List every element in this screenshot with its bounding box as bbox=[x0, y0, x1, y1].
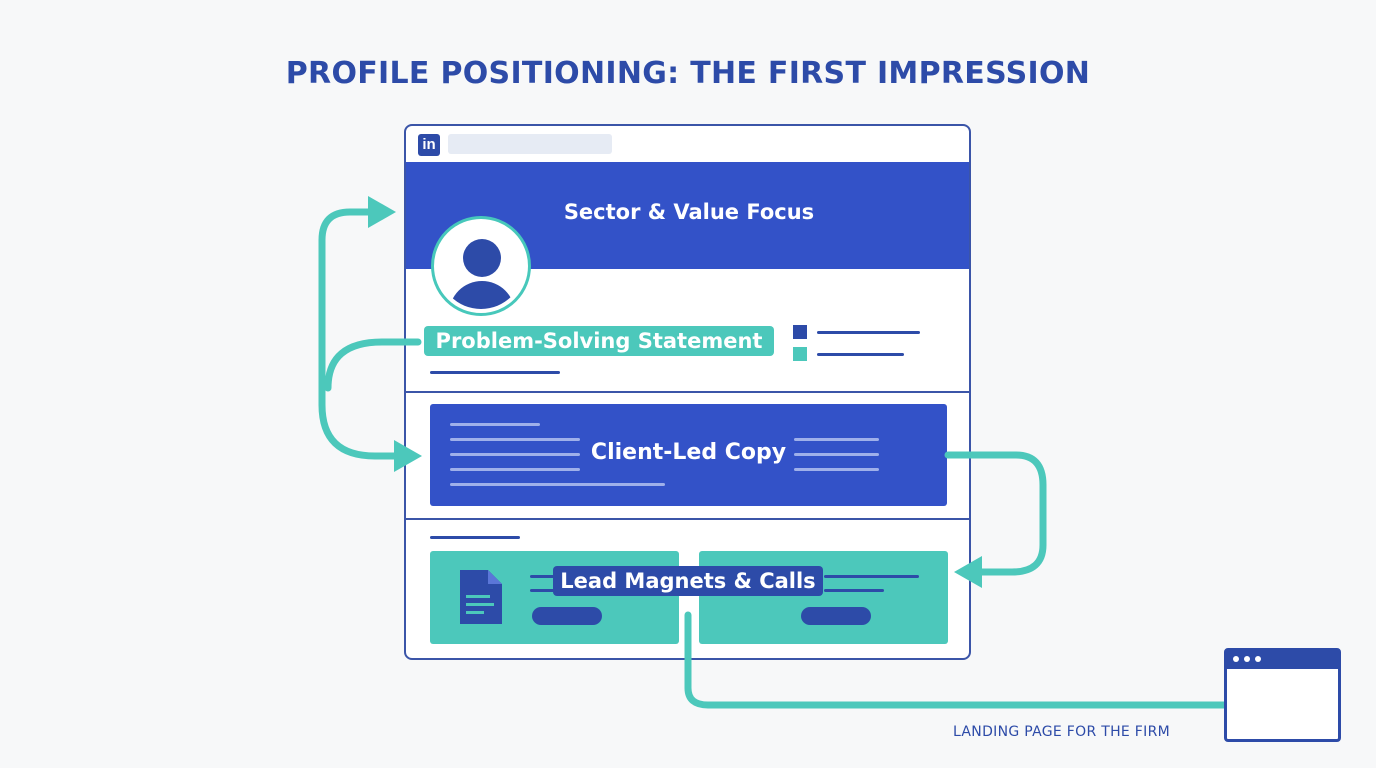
copy-line bbox=[450, 423, 540, 426]
browser-titlebar bbox=[1227, 651, 1338, 669]
search-bar-placeholder bbox=[448, 134, 612, 154]
card-line bbox=[824, 589, 884, 592]
profile-mockup: in Sector & Value Focus Client-Led Copy bbox=[404, 124, 971, 660]
card-line bbox=[530, 589, 556, 592]
flow-arrow-to-landing bbox=[684, 611, 1254, 709]
flow-arrow-to-featured bbox=[944, 451, 1047, 576]
cta-pill-left bbox=[532, 607, 602, 625]
avatar-icon bbox=[431, 216, 531, 316]
detail-line-2 bbox=[817, 353, 904, 356]
copy-line bbox=[794, 438, 879, 441]
featured-heading-line bbox=[430, 536, 520, 539]
card-line bbox=[530, 575, 556, 578]
browser-window-icon bbox=[1224, 648, 1341, 742]
copy-line bbox=[794, 468, 879, 471]
browser-dot bbox=[1244, 656, 1250, 662]
landing-page-label: LANDING PAGE FOR THE FIRM bbox=[953, 724, 1170, 740]
copy-line bbox=[450, 453, 580, 456]
banner-label: Sector & Value Focus bbox=[563, 200, 815, 224]
browser-dot bbox=[1233, 656, 1239, 662]
flow-arrow-headline-loop bbox=[324, 338, 422, 392]
copy-line bbox=[450, 438, 580, 441]
copy-line bbox=[450, 468, 580, 471]
problem-solving-statement-tag: Problem-Solving Statement bbox=[424, 326, 774, 356]
avatar-head bbox=[463, 239, 501, 277]
avatar-inner bbox=[438, 223, 524, 309]
lead-magnets-calls-tag: Lead Magnets & Calls bbox=[553, 566, 823, 596]
copy-line bbox=[794, 453, 879, 456]
flow-arrow-to-banner bbox=[318, 208, 402, 460]
client-led-copy-label: Client-Led Copy bbox=[590, 440, 787, 465]
detail-line-1 bbox=[817, 331, 920, 334]
profile-topbar: in bbox=[406, 126, 969, 162]
lead-magnet-card-right bbox=[699, 551, 948, 644]
section-divider-1 bbox=[406, 391, 969, 393]
linkedin-logo-icon: in bbox=[418, 134, 440, 156]
copy-line bbox=[450, 483, 665, 486]
document-icon bbox=[460, 570, 502, 624]
headline-underline bbox=[430, 371, 560, 374]
browser-dot bbox=[1255, 656, 1261, 662]
client-led-copy-card: Client-Led Copy bbox=[430, 404, 947, 506]
arrow-left-icon bbox=[954, 556, 982, 588]
section-divider-2 bbox=[406, 518, 969, 520]
detail-square-teal bbox=[793, 347, 807, 361]
arrow-right-icon bbox=[368, 196, 396, 228]
cta-pill-right bbox=[801, 607, 871, 625]
arrow-right-icon bbox=[394, 440, 422, 472]
detail-square-blue bbox=[793, 325, 807, 339]
card-line bbox=[824, 575, 919, 578]
diagram-title: PROFILE POSITIONING: THE FIRST IMPRESSIO… bbox=[285, 56, 1091, 91]
